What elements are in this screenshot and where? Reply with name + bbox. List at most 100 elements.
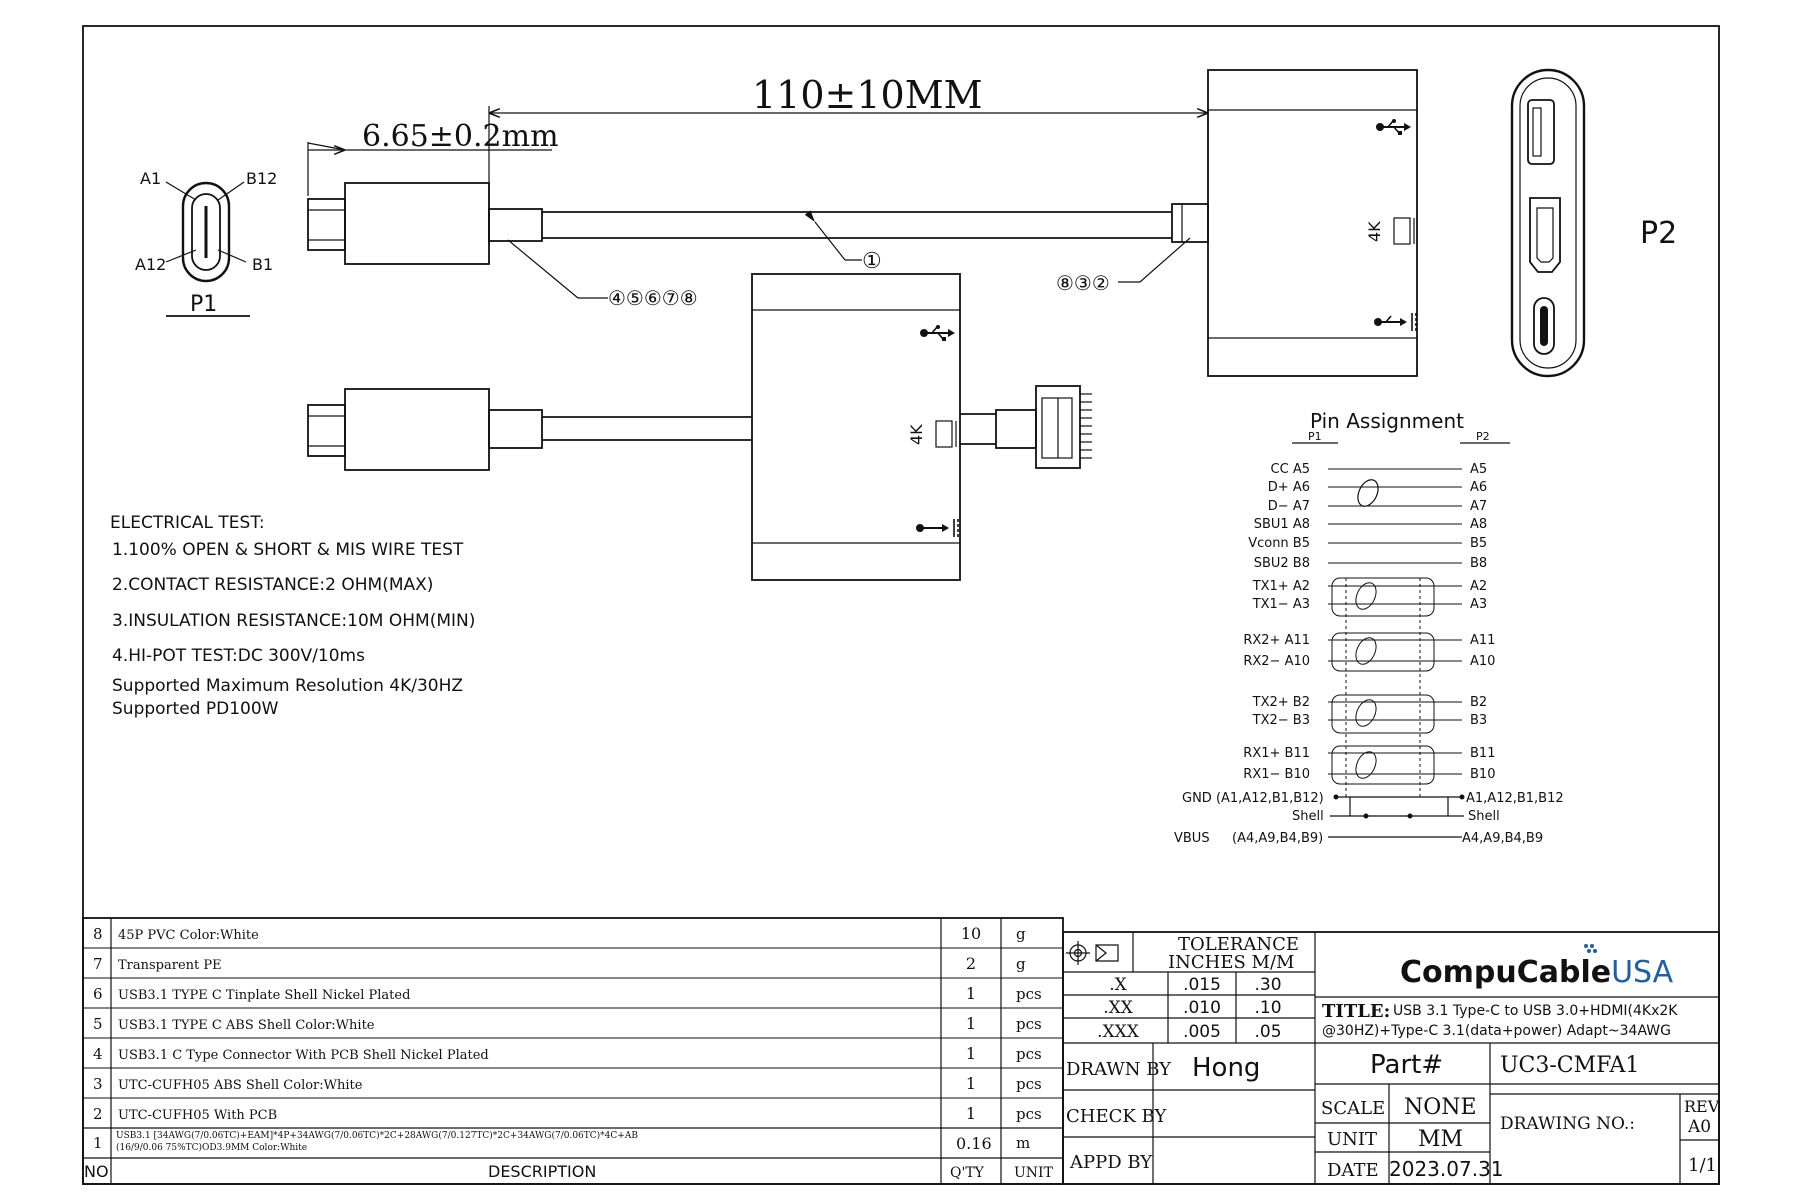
pin-left-label: CC A5 <box>1271 462 1310 477</box>
pin-right-label: A6 <box>1470 480 1487 495</box>
bom-no: 8 <box>93 925 103 943</box>
bom-unit: pcs <box>1016 985 1042 1003</box>
pin-right-label: A5 <box>1470 462 1487 477</box>
tolerance-rows: .X.015.30.XX.010.10.XXX.005.05 <box>1097 975 1281 1042</box>
vbus-left-b: (A4,A9,B4,B9) <box>1232 831 1323 846</box>
bom-desc: USB3.1 C Type Connector With PCB Shell N… <box>118 1048 489 1063</box>
bom-qty: 10 <box>961 924 981 943</box>
p2-label: P2 <box>1640 216 1677 251</box>
hdmi-4k-icon: 4K <box>1365 217 1415 245</box>
balloon-plug: ④⑤⑥⑦⑧ <box>608 286 698 310</box>
pin-right-label: A10 <box>1470 654 1495 669</box>
pin-left-label: SBU1 A8 <box>1254 517 1310 532</box>
tolerance-inches: .005 <box>1183 1022 1221 1042</box>
tolerance-title-1: TOLERANCE <box>1178 934 1299 955</box>
bom-no: 1 <box>93 1134 103 1152</box>
pin-right-label: B3 <box>1470 713 1487 728</box>
tolerance-mm: .10 <box>1254 998 1281 1018</box>
pin-left-label: TX2− B3 <box>1252 713 1310 728</box>
electrical-test-line: Supported PD100W <box>112 699 279 719</box>
pin-p1-header: P1 <box>1308 430 1322 443</box>
port-4k-label: 4K <box>1365 221 1384 242</box>
pin-left-label: RX1+ B11 <box>1243 746 1310 761</box>
p1-label: P1 <box>190 292 217 317</box>
pin-right-label: A8 <box>1470 517 1487 532</box>
electrical-test-line: 4.HI-POT TEST:DC 300V/10ms <box>112 646 365 666</box>
dimension-cable-length: 110±10MM <box>488 73 1209 245</box>
vbus-left-a: VBUS <box>1174 831 1210 846</box>
electrical-test-line: 2.CONTACT RESISTANCE:2 OHM(MAX) <box>112 575 433 595</box>
pin-left-label: RX1− B10 <box>1243 767 1310 782</box>
bom-qty: 0.16 <box>956 1134 992 1153</box>
bom-desc: Transparent PE <box>118 958 222 973</box>
usb-c-port <box>1533 297 1555 355</box>
drawn-by-label: DRAWN BY <box>1066 1059 1172 1080</box>
pin-right-label: A2 <box>1470 579 1487 594</box>
pin-left-label: TX1+ A2 <box>1252 579 1310 594</box>
pin-right-label: A3 <box>1470 597 1487 612</box>
bom-qty: 1 <box>966 1074 976 1093</box>
p1-connector-face: A1 B12 A12 B1 P1 <box>135 169 277 317</box>
date-value: 2023.07.31 <box>1389 1157 1504 1181</box>
tolerance-mm: .05 <box>1254 1022 1281 1042</box>
pin-left-label: TX2+ B2 <box>1252 695 1310 710</box>
bom-qty: 1 <box>966 984 976 1003</box>
bom-no: 5 <box>93 1015 103 1033</box>
balloon-cable: ① <box>862 249 882 274</box>
brand-logo-main: CompuCable <box>1400 955 1611 990</box>
electrical-test-line: Supported Maximum Resolution 4K/30HZ <box>112 676 463 696</box>
usb-icon <box>1376 119 1411 135</box>
gnd-right: A1,A12,B1,B12 <box>1466 791 1564 806</box>
side-assembly: 4K <box>307 273 1092 581</box>
bom-desc-line1: USB3.1 [34AWG(7/0.06TC)+EAM]*4P+34AWG(7/… <box>116 1130 638 1141</box>
tolerance-place: .XX <box>1103 998 1134 1018</box>
title-label: TITLE: <box>1322 1001 1390 1022</box>
tolerance-place: .XXX <box>1097 1022 1140 1042</box>
p2-housing-side <box>751 273 961 581</box>
pin-right-label: B10 <box>1470 767 1495 782</box>
bom-header-desc: DESCRIPTION <box>488 1162 596 1181</box>
bom-desc: USB3.1 TYPE C Tinplate Shell Nickel Plat… <box>118 988 410 1003</box>
electrical-test-line: 3.INSULATION RESISTANCE:10M OHM(MIN) <box>112 611 475 631</box>
brand-logo: CompuCableUSA <box>1400 955 1674 990</box>
bom-no: 3 <box>93 1075 103 1093</box>
balloon-housing: ⑧③② <box>1056 271 1110 295</box>
bom-qty: 1 <box>966 1014 976 1033</box>
drawn-by-value: Hong <box>1192 1053 1260 1083</box>
bom-no: 6 <box>93 985 103 1003</box>
plug-length-text: 6.65±0.2mm <box>362 119 559 154</box>
shell-left: Shell <box>1292 809 1324 824</box>
title-block: TOLERANCE INCHES M/M .X.015.30.XX.010.10… <box>1062 931 1722 1185</box>
top-assembly: 4K ① ④⑤⑥⑦⑧ ⑧③② <box>307 69 1418 377</box>
port-4k-label-side: 4K <box>907 424 926 445</box>
p1-pin-b12: B12 <box>246 169 277 188</box>
bom-unit: pcs <box>1016 1045 1042 1063</box>
usb-power-icon <box>1374 313 1417 331</box>
pin-left-label: Vconn B5 <box>1248 536 1310 551</box>
pin-assignment-title: Pin Assignment <box>1310 409 1464 433</box>
pin-left-label: D+ A6 <box>1268 480 1310 495</box>
usb-icon-side <box>920 325 955 341</box>
bom-header-unit: UNIT <box>1014 1165 1054 1181</box>
rev-value: A0 <box>1687 1117 1711 1137</box>
tolerance-inches: .010 <box>1183 998 1221 1018</box>
bom-unit: g <box>1016 925 1026 943</box>
unit-value: MM <box>1418 1127 1463 1152</box>
dimension-plug-length: 6.65±0.2mm <box>307 119 559 196</box>
tolerance-inches: .015 <box>1183 975 1221 995</box>
gnd-left: GND (A1,A12,B1,B12) <box>1182 791 1324 806</box>
pin-right-label: A11 <box>1470 633 1495 648</box>
tolerance-place: .X <box>1109 975 1127 995</box>
scale-label: SCALE <box>1321 1098 1385 1119</box>
scale-value: NONE <box>1404 1095 1477 1120</box>
p2-port-face: P2 <box>1510 68 1677 378</box>
pin-right-label: B2 <box>1470 695 1487 710</box>
bom-no: 7 <box>93 955 103 973</box>
appd-by-label: APPD BY <box>1069 1152 1153 1173</box>
bom-no: 2 <box>93 1105 103 1123</box>
bom-desc: UTC-CUFH05 With PCB <box>118 1108 277 1123</box>
hdmi-4k-icon-side: 4K <box>907 420 957 448</box>
brand-logo-accent: USA <box>1611 955 1674 990</box>
